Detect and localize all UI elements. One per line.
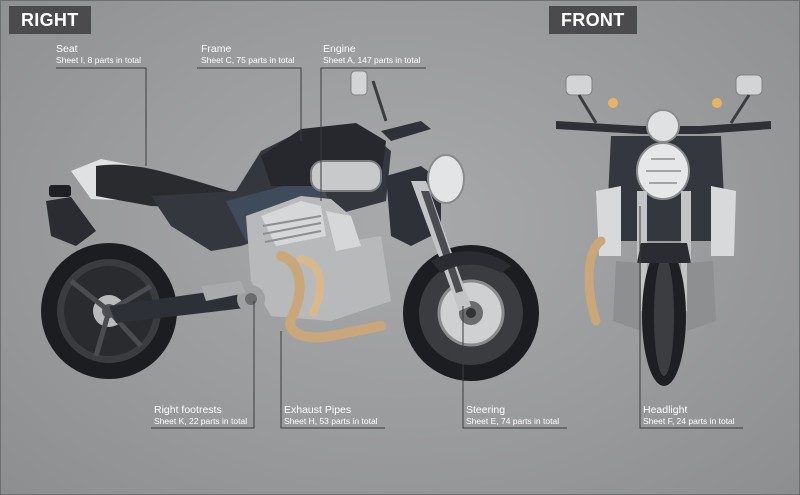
callout-steering-name: Steering <box>466 404 506 416</box>
front-fender <box>431 251 511 273</box>
view-label-right: RIGHT <box>9 6 91 34</box>
callout-seat-sheet: Sheet I, 8 parts in total <box>56 55 142 65</box>
exhaust-pipes <box>276 251 386 343</box>
callout-frame-sheet: Sheet C, 75 parts in total <box>201 55 295 65</box>
callout-right-footrests-sheet: Sheet K, 22 parts in total <box>154 416 248 426</box>
rear-fender <box>46 197 96 246</box>
callout-headlight-sheet: Sheet F, 24 parts in total <box>643 416 735 426</box>
callout-steering-sheet: Sheet E, 74 parts in total <box>466 416 560 426</box>
callout-seat: Seat Sheet I, 8 parts in total <box>56 43 141 66</box>
rear-wheel <box>41 243 177 379</box>
callout-exhaust-pipes-name: Exhaust Pipes <box>284 404 352 416</box>
callout-engine-sheet: Sheet A, 147 parts in total <box>323 55 421 65</box>
callout-right-footrests-name: Right footrests <box>154 404 222 416</box>
front-wheel <box>403 245 539 381</box>
callout-steering: Steering Sheet E, 74 parts in total <box>466 404 559 427</box>
callout-headlight-name: Headlight <box>643 404 688 416</box>
callout-frame: Frame Sheet C, 75 parts in total <box>201 43 295 66</box>
callout-exhaust-pipes-sheet: Sheet H, 53 parts in total <box>284 416 378 426</box>
callout-engine-name: Engine <box>323 43 356 55</box>
callout-engine: Engine Sheet A, 147 parts in total <box>323 43 420 66</box>
callout-headlight: Headlight Sheet F, 24 parts in total <box>643 404 735 427</box>
callout-seat-name: Seat <box>56 43 78 55</box>
callout-right-footrests: Right footrests Sheet K, 22 parts in tot… <box>154 404 247 427</box>
side-view-motorcycle <box>41 70 539 381</box>
view-label-front: FRONT <box>549 6 637 34</box>
headlight-side <box>427 154 465 204</box>
right-footrest <box>201 281 246 301</box>
callout-frame-name: Frame <box>201 43 232 55</box>
leader-lines <box>56 67 743 429</box>
front-view-motorcycle <box>556 74 771 386</box>
callout-exhaust-pipes: Exhaust Pipes Sheet H, 53 parts in total <box>284 404 378 427</box>
